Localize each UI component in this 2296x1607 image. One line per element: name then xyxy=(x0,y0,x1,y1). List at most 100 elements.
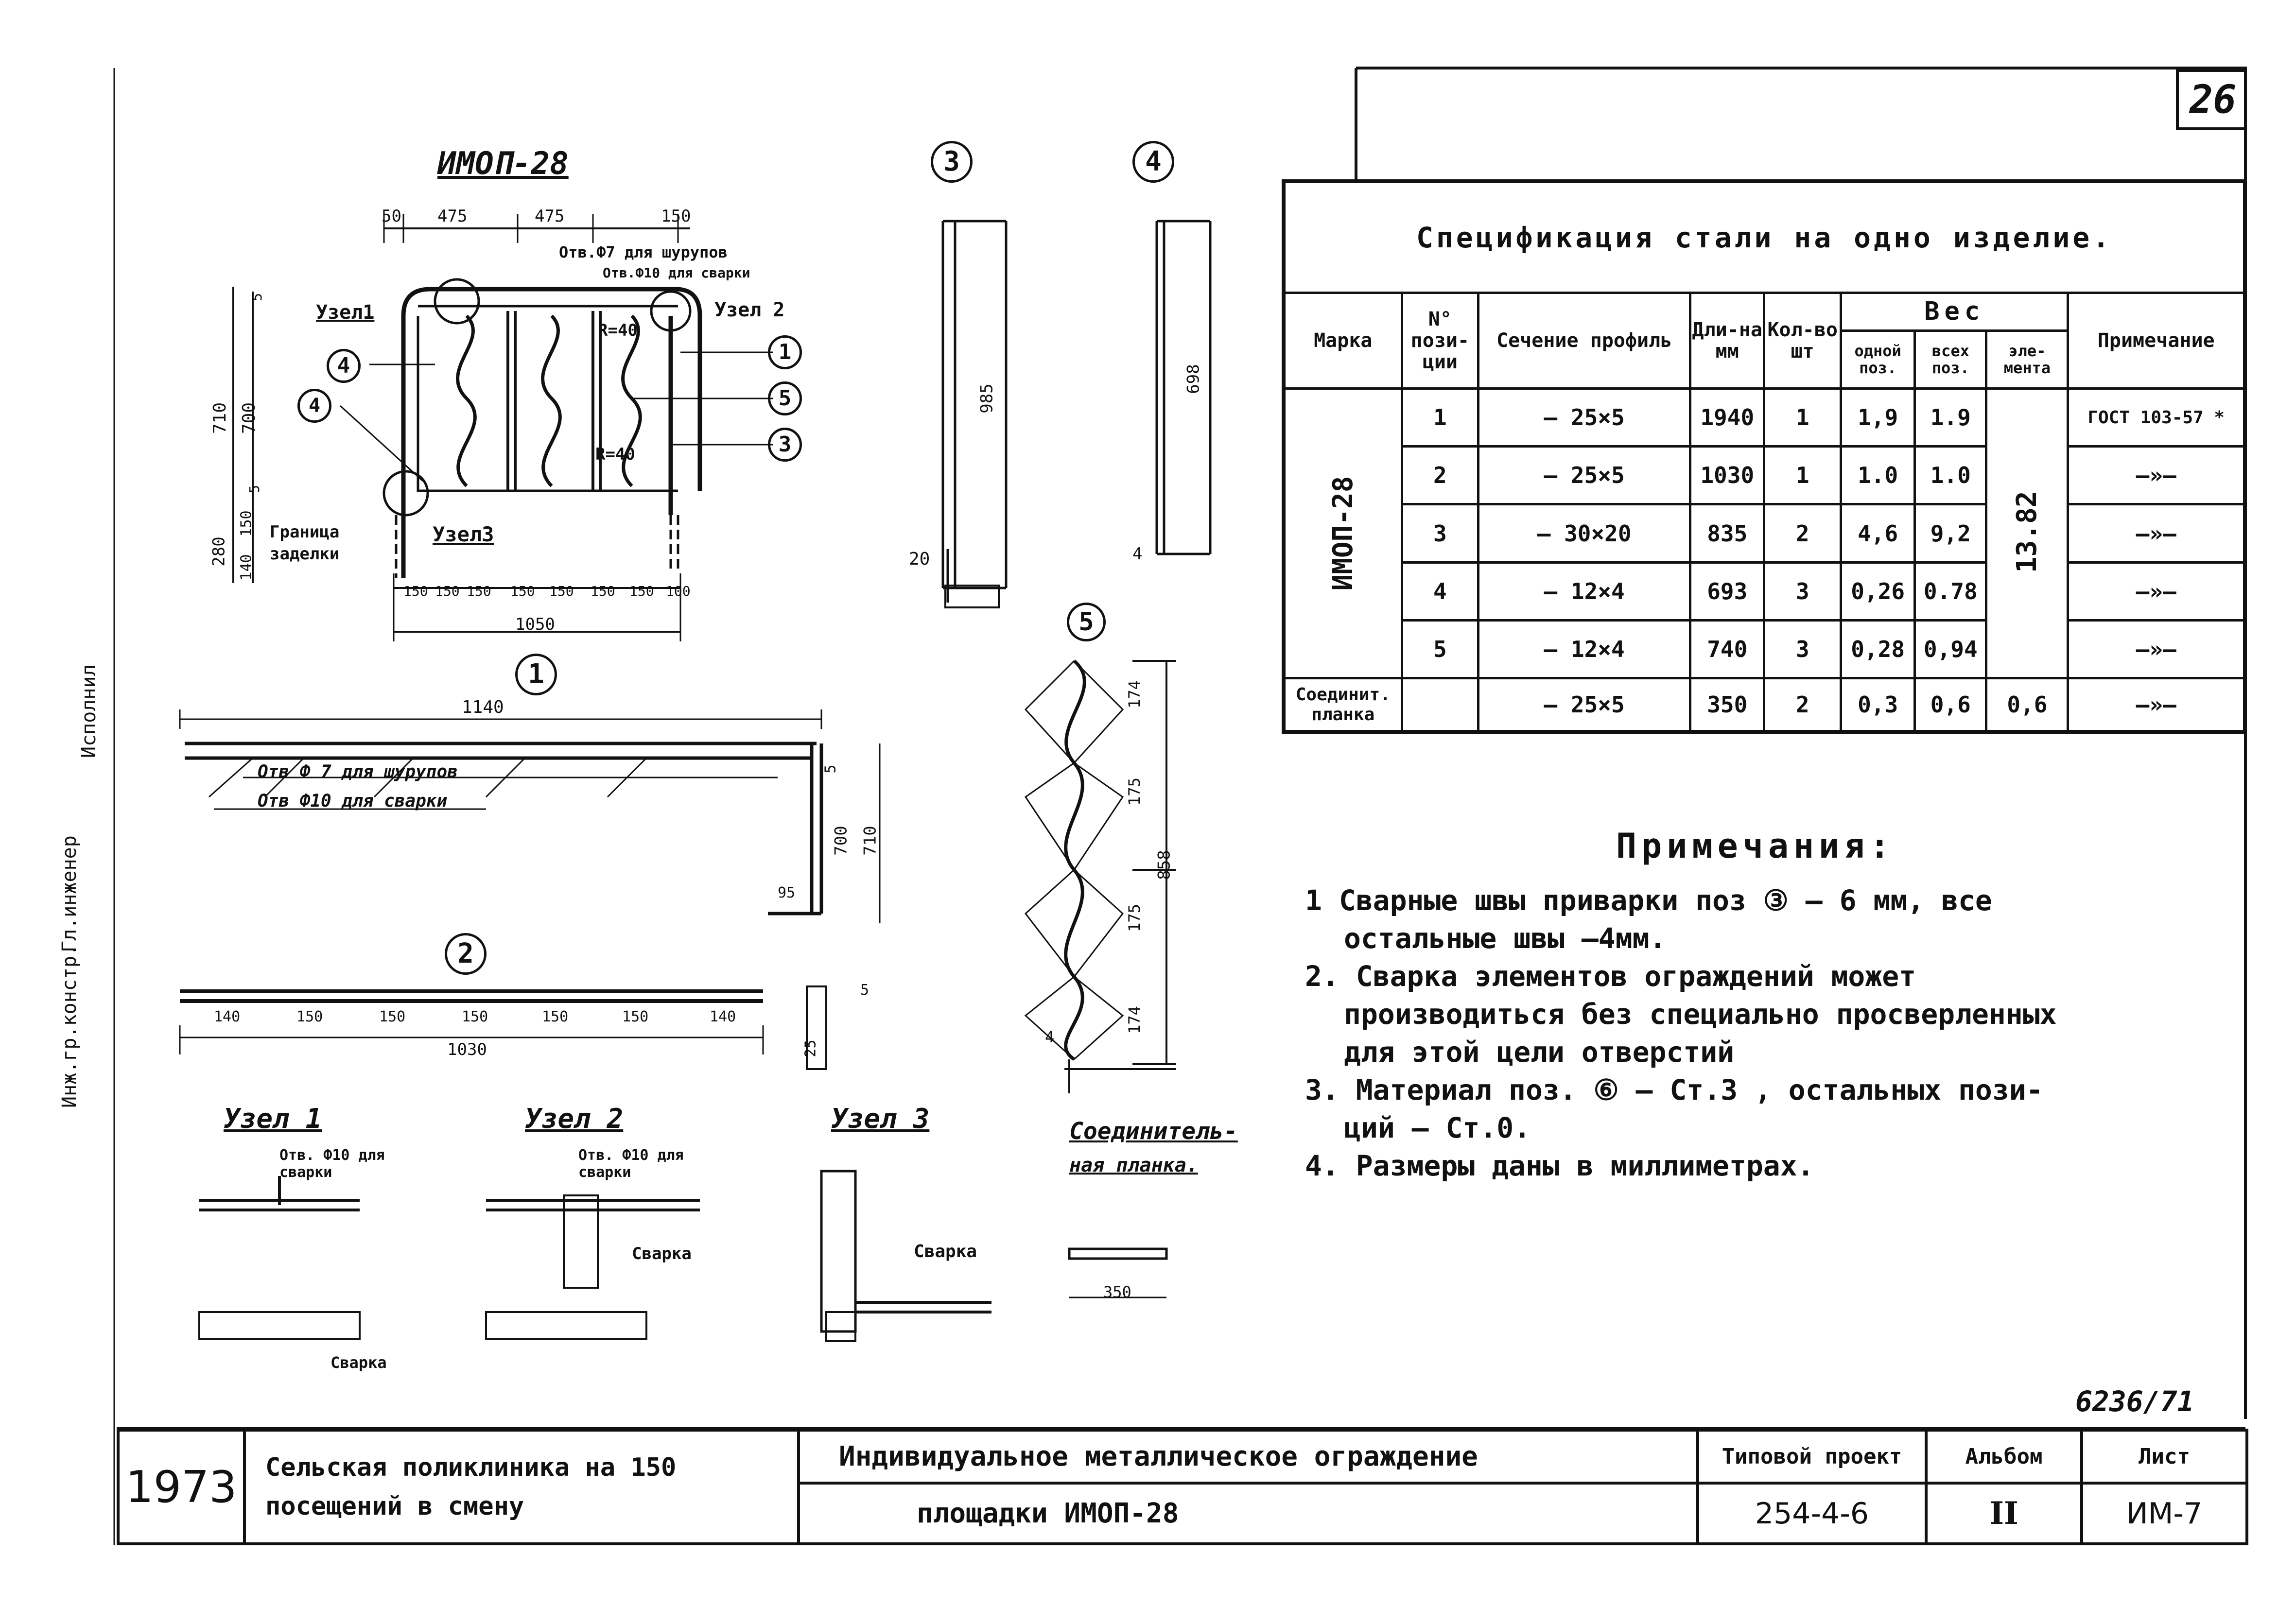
album-label: Альбом xyxy=(1925,1428,2083,1485)
element-weight: 13.82 xyxy=(2011,491,2043,573)
pos3-dim: 20 xyxy=(909,549,930,569)
note-line: остальные швы –4мм. xyxy=(1344,922,1667,955)
pos5-dim-2: 175 xyxy=(1125,778,1144,806)
pos1-length: 1140 xyxy=(462,697,504,717)
hdr-weight: Вес xyxy=(1839,292,2070,332)
cell-one: 1,9 xyxy=(1839,387,1916,448)
dim-total-width: 1050 xyxy=(515,615,555,634)
note-holes-weld: Отв.Ф10 для сварки xyxy=(603,265,750,281)
cell-all: 9,2 xyxy=(1913,503,1988,564)
cell-qty: 3 xyxy=(1763,619,1842,680)
pos5-marker: 5 xyxy=(1067,603,1106,641)
object-name: Сельская поликлиника на 150 посещений в … xyxy=(243,1429,800,1545)
joining-title-1: Соединитель- xyxy=(1069,1118,1238,1145)
detail-node2-weld: Сварка xyxy=(632,1244,692,1263)
pos2-dim-1: 140 xyxy=(214,1008,241,1025)
joining-title-2: ная планка. xyxy=(1069,1154,1198,1176)
cell-section: – 25×5 xyxy=(1477,387,1692,448)
circle-1: 1 xyxy=(768,335,802,369)
dim-left-5: 5 xyxy=(248,293,265,301)
note-line: 3. Материал поз. ⑥ – Ст.3 , остальных по… xyxy=(1305,1073,2043,1106)
cell-length: 835 xyxy=(1689,503,1766,564)
side-label-3: Исполнил xyxy=(78,664,100,758)
dim-top-475a: 475 xyxy=(437,207,468,226)
hdr-mark: Марка xyxy=(1283,292,1403,390)
node1-label: Узел1 xyxy=(316,301,375,324)
dim-left-710: 710 xyxy=(210,402,230,434)
cell-length: 1940 xyxy=(1689,387,1766,448)
detail-node1-note: Отв. Ф10 для сварки xyxy=(279,1147,385,1181)
pos1-note-screws: Отв Ф 7 для шурупов xyxy=(258,762,458,782)
pos4-marker: 4 xyxy=(1132,141,1174,183)
pos2-total: 1030 xyxy=(447,1040,487,1059)
pos1-dim-700: 700 xyxy=(831,826,851,856)
pos5-dim-4: 174 xyxy=(1125,1006,1144,1034)
cell-section: – 25×5 xyxy=(1477,677,1692,732)
pos1-note-weld: Отв Ф10 для сварки xyxy=(258,791,448,811)
cell-all: 0.78 xyxy=(1913,561,1988,622)
album-value: II xyxy=(1925,1482,2083,1545)
dim-left-5b: 5 xyxy=(246,485,262,493)
pos2-dim-width: 25 xyxy=(802,1039,819,1057)
project-value: 254-4-6 xyxy=(1696,1482,1928,1545)
cell-one: 1.0 xyxy=(1839,445,1916,506)
dim-bottom-4: 150 xyxy=(510,583,535,599)
pos2-dim-side: 5 xyxy=(860,982,870,999)
cell-note: —»— xyxy=(2067,619,2245,680)
pos3-marker: 3 xyxy=(931,141,973,183)
pos4-length: 698 xyxy=(1183,364,1203,394)
pos2-dim-3: 150 xyxy=(379,1008,406,1025)
note-line: 4. Размеры даны в миллиметрах. xyxy=(1305,1149,1814,1182)
cell-note: —»— xyxy=(2067,561,2245,622)
page-number: 26 xyxy=(2190,77,2237,122)
cell-all: 0,6 xyxy=(1913,677,1988,732)
sheet-value: ИМ-7 xyxy=(2080,1482,2248,1545)
cell-qty: 1 xyxy=(1763,445,1842,506)
year: 1973 xyxy=(117,1429,246,1545)
dim-top-50: 50 xyxy=(382,207,401,226)
pos5-total: 858 xyxy=(1154,850,1174,880)
cell-all: 0,94 xyxy=(1913,619,1988,680)
table-row: 5 – 12×4 740 3 0,28 0,94 —»— xyxy=(1285,619,2245,680)
note-line: 2. Сварка элементов ограждений может xyxy=(1305,960,1916,993)
cell-one: 4,6 xyxy=(1839,503,1916,564)
mark-value: ИМОП-28 xyxy=(1327,476,1359,591)
table-row: 3 – 30×20 835 2 4,6 9,2 —»— xyxy=(1285,503,2245,564)
dim-left-700: 700 xyxy=(239,402,260,434)
dim-bottom-1: 150 xyxy=(403,583,428,599)
hdr-note: Примечание xyxy=(2067,292,2245,390)
pos3-length: 985 xyxy=(977,383,997,414)
spec-table: Спецификация стали на одно изделие. Марк… xyxy=(1283,180,2245,732)
boundary-label-2: заделки xyxy=(270,544,340,564)
pos1-marker: 1 xyxy=(515,654,557,695)
note-line: 1 Сварные швы приварки поз ③ – 6 мм, все xyxy=(1305,884,1992,917)
cell-all: 1.9 xyxy=(1913,387,1988,448)
notes-title: Примечания: xyxy=(1616,826,1895,866)
cell-qty: 1 xyxy=(1763,387,1842,448)
pos2-marker: 2 xyxy=(445,933,487,975)
cell-section: – 30×20 xyxy=(1477,503,1692,564)
hdr-pos: N° пози-ции xyxy=(1400,292,1480,390)
cell-mark: Соединит. планка xyxy=(1283,677,1403,732)
pos2-dim-2: 150 xyxy=(296,1008,323,1025)
pos2-dim-7: 140 xyxy=(710,1008,736,1025)
pos2-dim-5: 150 xyxy=(542,1008,569,1025)
node3-label: Узел3 xyxy=(433,522,494,546)
cell-qty: 2 xyxy=(1763,677,1842,732)
cell-length: 693 xyxy=(1689,561,1766,622)
cell-qty: 3 xyxy=(1763,561,1842,622)
note-line: ций – Ст.0. xyxy=(1344,1111,1531,1144)
table-row: 4 – 12×4 693 3 0,26 0.78 —»— xyxy=(1285,561,2245,622)
cell-one: 0,28 xyxy=(1839,619,1916,680)
table-row: 2 – 25×5 1030 1 1.0 1.0 —»— xyxy=(1285,445,2245,506)
pos5-dim-3: 175 xyxy=(1125,904,1144,932)
pos1-dim-710: 710 xyxy=(860,826,880,856)
cell-note: ГОСТ 103-57 * xyxy=(2067,387,2245,448)
dim-bottom-8: 100 xyxy=(666,583,691,599)
cell-qty: 2 xyxy=(1763,503,1842,564)
circle-4b: 4 xyxy=(297,389,331,423)
detail-node1-weld: Сварка xyxy=(330,1353,387,1372)
side-label-1: Инж.гр.констр. xyxy=(58,944,81,1108)
cell-length: 740 xyxy=(1689,619,1766,680)
